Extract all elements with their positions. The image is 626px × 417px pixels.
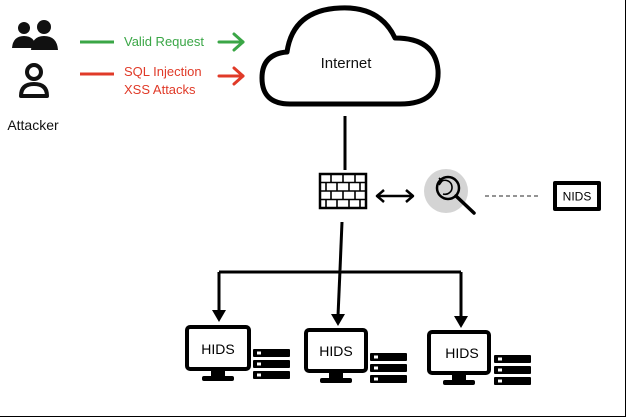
distribution-links <box>217 221 463 318</box>
xss-attacks-label: XSS Attacks <box>124 82 196 97</box>
valid-request-arrow-icon <box>217 32 245 52</box>
monitor-icon <box>304 328 368 383</box>
attacker-label: Attacker <box>7 117 59 133</box>
monitor-icon <box>185 325 251 381</box>
hids-label: HIDS <box>201 341 234 357</box>
distribution-arrowheads <box>212 310 468 328</box>
server-stack-icon <box>494 355 531 385</box>
host-node: HIDS <box>185 325 290 381</box>
monitor-icon <box>427 330 491 385</box>
hids-label: HIDS <box>445 345 478 361</box>
user-icon <box>19 63 49 98</box>
nids-label: NIDS <box>563 190 592 204</box>
bidirectional-arrow-icon <box>375 189 415 203</box>
internet-label: Internet <box>321 55 373 72</box>
host-node: HIDS <box>427 330 531 385</box>
valid-request-label: Valid Request <box>124 34 204 49</box>
magnifier-refresh-icon <box>424 169 476 215</box>
nids-box-inner <box>557 185 597 207</box>
server-stack-icon <box>253 349 290 379</box>
user-group-icon <box>12 20 58 50</box>
server-stack-icon <box>370 353 407 383</box>
hids-label: HIDS <box>319 343 352 359</box>
cloud-icon <box>259 5 441 107</box>
attack-request-arrow-icon <box>217 66 245 86</box>
host-node: HIDS <box>304 328 407 383</box>
sql-injection-label: SQL Injection <box>124 64 202 79</box>
firewall-brick-icon <box>318 172 368 210</box>
